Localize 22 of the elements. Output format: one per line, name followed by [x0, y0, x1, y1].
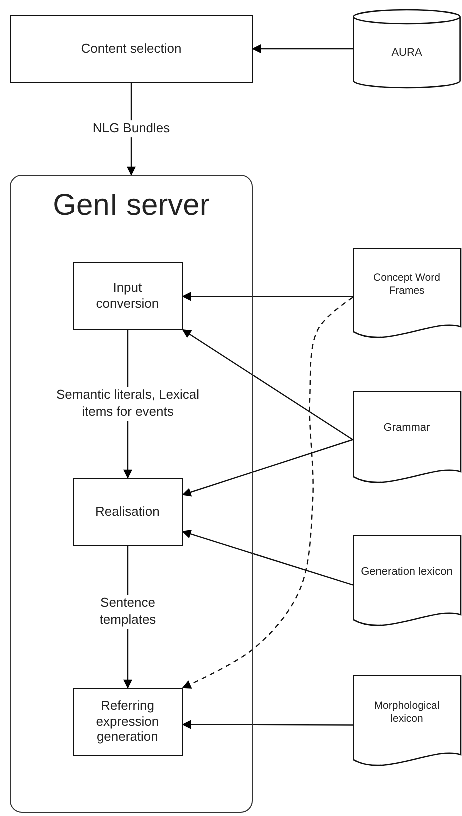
node-label: Content selection	[80, 41, 183, 57]
node-label: Concept Word Frames	[372, 272, 442, 298]
node-label: Realisation	[94, 504, 161, 520]
process-box	[10, 15, 253, 83]
node-label: AURA	[390, 47, 424, 61]
arrow	[182, 330, 354, 440]
node-label: Input conversion	[95, 280, 160, 312]
arrow	[182, 292, 353, 302]
process-box	[72, 688, 183, 756]
arrow	[182, 530, 354, 586]
dashed-arrow	[182, 297, 354, 689]
server-container	[10, 175, 253, 813]
process-box	[72, 478, 183, 546]
container-title: GenI server	[52, 188, 211, 224]
arrow	[252, 44, 353, 54]
node-label: Morphological lexicon	[373, 700, 441, 726]
process-box	[72, 262, 183, 330]
node-label: Generation lexicon	[360, 566, 454, 580]
arrow	[182, 439, 354, 497]
node-label: Referring expression generation	[95, 698, 160, 746]
arrow	[182, 720, 353, 730]
node-label: Grammar	[382, 422, 432, 436]
